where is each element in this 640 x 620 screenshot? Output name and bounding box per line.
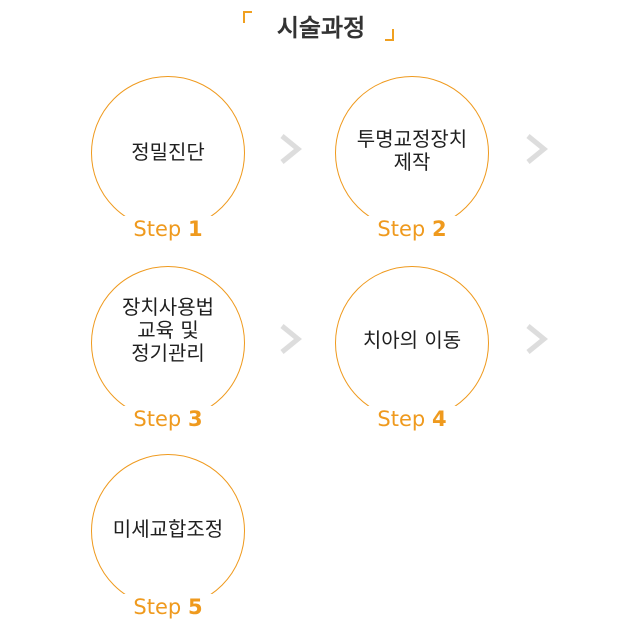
step-prefix: Step	[377, 407, 426, 431]
step-circle	[91, 454, 245, 608]
chevron-right-icon	[280, 134, 302, 164]
step-circle	[335, 76, 489, 230]
step-label: 정밀진단	[131, 140, 205, 164]
page-title: 시술과정	[276, 14, 366, 42]
step-label: 투명교정장치 제작	[356, 127, 468, 174]
chevron-right-icon	[280, 324, 302, 354]
step-prefix: Step	[133, 217, 182, 241]
step-number-value: 4	[431, 407, 447, 431]
step-number: Step 5	[108, 594, 228, 620]
section-header: 시술과정	[0, 6, 640, 46]
step-label: 미세교합조정	[112, 517, 224, 541]
step-number-value: 1	[187, 217, 203, 241]
step-prefix: Step	[133, 595, 182, 619]
step-number: Step 3	[108, 406, 228, 432]
chevron-right-icon	[526, 134, 548, 164]
step-prefix: Step	[133, 407, 182, 431]
step-number: Step 2	[352, 216, 472, 242]
step-label: 치아의 이동	[362, 328, 462, 352]
step-number: Step 1	[108, 216, 228, 242]
open-bracket-icon	[243, 11, 252, 23]
close-bracket-icon	[385, 29, 394, 41]
chevron-right-icon	[526, 324, 548, 354]
step-1: 정밀진단 Step 1	[91, 76, 245, 242]
step-circle	[91, 76, 245, 230]
step-label: 장치사용법 교육 및 정기관리	[122, 295, 214, 365]
step-4: 치아의 이동 Step 4	[335, 266, 489, 432]
step-circle	[335, 266, 489, 420]
step-3: 장치사용법 교육 및 정기관리 Step 3	[91, 266, 245, 432]
step-number-value: 3	[187, 407, 203, 431]
step-prefix: Step	[377, 217, 426, 241]
step-5: 미세교합조정 Step 5	[91, 454, 245, 620]
step-number-value: 2	[431, 217, 447, 241]
step-2: 투명교정장치 제작 Step 2	[335, 76, 489, 242]
step-number-value: 5	[187, 595, 203, 619]
step-number: Step 4	[352, 406, 472, 432]
